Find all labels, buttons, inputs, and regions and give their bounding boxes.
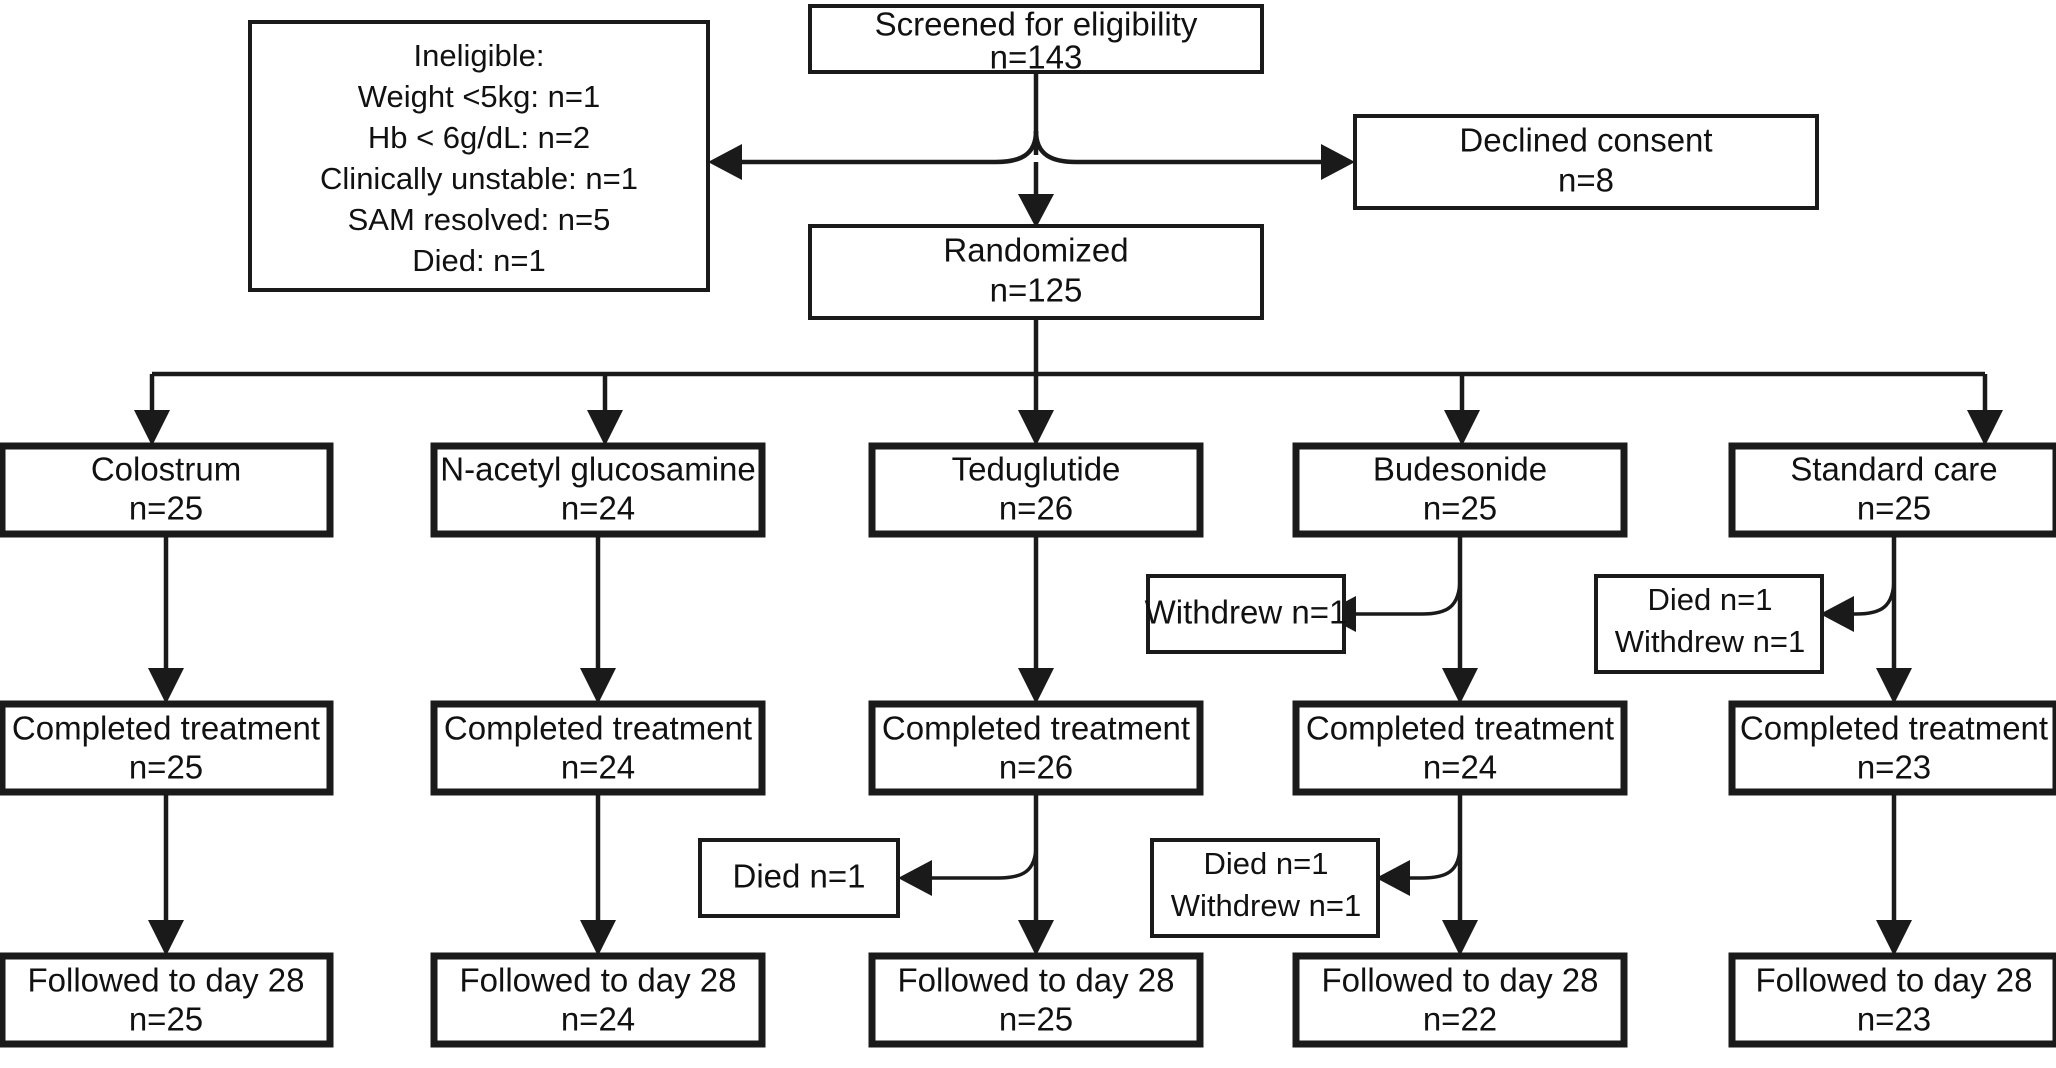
arm-colostrum-completed-box [0,700,334,796]
screened-box [808,4,1264,74]
node-screened-for-eligibility: Screened for eligibility n=143 [808,4,1264,76]
arm-budesonide-allocation-label: Budesonide [1373,451,1547,488]
arrow-to-ineligible [708,144,742,180]
edge-screened-split [708,72,1355,228]
arm-colostrum-arrow-to-followed [148,920,184,956]
arm-budesonide-completed-label: Completed treatment [1306,710,1614,747]
arm-colostrum-followed-count: n=25 [129,1001,203,1038]
arm-budesonide-dropout-followup-box [1150,838,1380,938]
arm-teduglutide-arrow-to-dropout [898,860,932,896]
arm-n-acetyl-glucosamine: N-acetyl glucosamine n=24 Completed trea… [430,442,766,1048]
arm-teduglutide-dropout-line-0: Died n=1 [732,858,865,895]
arm-colostrum-allocation-count: n=25 [129,490,203,527]
arm-standard-dropout-treatment-line-1: Withdrew n=1 [1615,624,1805,659]
arm-nag-followed-box [430,952,766,1048]
arm-standard-allocation-label: Standard care [1790,451,1997,488]
node-declined-consent: Declined consent n=8 [1353,114,1819,210]
arm-nag-followed-label: Followed to day 28 [459,962,736,999]
arm-standard-allocation-count: n=25 [1857,490,1931,527]
arm-standard-arrow-to-completed [1876,668,1912,704]
arm-nag-completed-count: n=24 [561,749,635,786]
arm-standard-arrow-to-followed [1876,920,1912,956]
arm-budesonide-dropout-treatment-box [1146,574,1346,654]
edge-randomized-distributor [134,318,2003,446]
ineligible-line-2: Hb < 6g/dL: n=2 [368,120,590,155]
arm-budesonide-arrow-to-dropout-followup [1376,860,1410,896]
arm-colostrum-allocation-label: Colostrum [91,451,241,488]
arm-teduglutide-allocation-count: n=26 [999,490,1073,527]
arm-nag-arrow-to-followed [580,920,616,956]
arrow-to-declined [1321,144,1355,180]
arm-colostrum: Colostrum n=25 Completed treatment n=25 … [0,442,334,1048]
screened-label: Screened for eligibility [875,6,1198,43]
arm-teduglutide-completed-count: n=26 [999,749,1073,786]
arm-teduglutide-allocation-box [868,442,1204,538]
arm-standard-care: Standard care n=25 Died n=1 Withdrew n=1… [1594,442,2056,1048]
ineligible-line-4: SAM resolved: n=5 [348,202,611,237]
arm-budesonide-dropout-treatment-line-0: Withdrew n=1 [1145,594,1348,631]
arm-standard-completed-label: Completed treatment [1740,710,2048,747]
randomized-box [808,224,1264,320]
arm-colostrum-arrow-to-completed [148,668,184,704]
arm-teduglutide-arrow-to-followed [1018,920,1054,956]
declined-label: Declined consent [1459,122,1712,159]
arm-teduglutide-followed-box [868,952,1204,1048]
arm-teduglutide-completed-label: Completed treatment [882,710,1190,747]
ineligible-line-3: Clinically unstable: n=1 [320,161,638,196]
arm-budesonide-arrow-to-followed [1442,920,1478,956]
arm-teduglutide-allocation-label: Teduglutide [952,451,1121,488]
arm-colostrum-completed-count: n=25 [129,749,203,786]
ineligible-line-1: Weight <5kg: n=1 [358,79,600,114]
node-ineligible: Ineligible: Weight <5kg: n=1 Hb < 6g/dL:… [248,20,710,292]
arm-standard-allocation-box [1728,442,2056,538]
arrow-to-randomized [1018,194,1054,228]
arm-colostrum-followed-box [0,952,334,1048]
arm-standard-followed-count: n=23 [1857,1001,1931,1038]
arm-nag-allocation-box [430,442,766,538]
arm-nag-allocation-label: N-acetyl glucosamine [440,451,755,488]
arm-budesonide-arrow-to-completed [1442,668,1478,704]
arm-teduglutide-followed-label: Followed to day 28 [897,962,1174,999]
arm-standard-followed-box [1728,952,2056,1048]
arm-teduglutide: Teduglutide n=26 Completed treatment n=2… [698,442,1204,1048]
arm-budesonide: Budesonide n=25 Withdrew n=1 Completed t… [1145,442,1628,1048]
arm-standard-dropout-treatment-line-0: Died n=1 [1648,582,1773,617]
declined-box [1353,114,1819,210]
arm-budesonide-followed-label: Followed to day 28 [1321,962,1598,999]
arm-nag-completed-label: Completed treatment [444,710,752,747]
ineligible-line-5: Died: n=1 [412,243,546,278]
arm-budesonide-followed-count: n=22 [1423,1001,1497,1038]
arm-standard-arrow-to-dropout-treatment [1820,596,1854,632]
arrow-to-arm-1 [134,410,170,446]
ineligible-box [248,20,710,292]
arm-budesonide-dropout-followup-line-0: Died n=1 [1204,846,1329,881]
arm-budesonide-dropout-followup-line-1: Withdrew n=1 [1171,888,1361,923]
arm-colostrum-completed-label: Completed treatment [12,710,320,747]
node-randomized: Randomized n=125 [808,224,1264,320]
arm-teduglutide-followed-count: n=25 [999,1001,1073,1038]
screened-count: n=143 [990,39,1083,76]
arm-nag-followed-count: n=24 [561,1001,635,1038]
arm-budesonide-followed-box [1292,952,1628,1048]
arm-nag-arrow-to-completed [580,668,616,704]
randomized-count: n=125 [990,272,1083,309]
arm-standard-dropout-treatment-box [1594,574,1824,674]
arm-standard-completed-count: n=23 [1857,749,1931,786]
arm-standard-followed-label: Followed to day 28 [1755,962,2032,999]
ineligible-line-0: Ineligible: [414,38,545,73]
arrow-to-arm-5 [1967,410,2003,446]
arm-teduglutide-arrow-to-completed [1018,668,1054,704]
randomized-label: Randomized [943,232,1128,269]
arm-teduglutide-dropout-box [698,838,900,918]
arm-budesonide-allocation-count: n=25 [1423,490,1497,527]
arm-budesonide-completed-count: n=24 [1423,749,1497,786]
arrow-to-arm-3 [1018,410,1054,446]
arrow-to-arm-4 [1444,410,1480,446]
declined-count: n=8 [1558,162,1614,199]
arrow-to-arm-2 [587,410,623,446]
arm-nag-allocation-count: n=24 [561,490,635,527]
arm-colostrum-followed-label: Followed to day 28 [27,962,304,999]
